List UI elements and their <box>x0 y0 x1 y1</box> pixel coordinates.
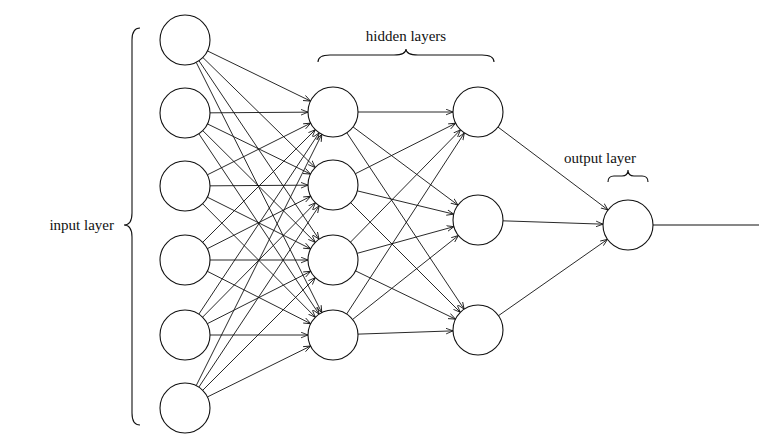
weight-arrow <box>207 346 310 397</box>
weight-arrow <box>207 124 310 174</box>
weight-arrow <box>347 133 464 309</box>
weight-arrow <box>357 227 454 254</box>
output-brace <box>608 170 648 182</box>
neuron <box>160 310 210 360</box>
weight-arrow <box>207 51 310 101</box>
weight-arrow <box>347 133 465 314</box>
neuron <box>453 305 503 355</box>
neuron <box>453 87 503 137</box>
weight-arrow <box>358 331 453 334</box>
layer-label: input layer <box>47 217 116 234</box>
neuron <box>160 15 210 65</box>
weight-arrow <box>210 335 308 336</box>
weight-arrow <box>498 127 608 210</box>
weight-arrow <box>199 134 319 314</box>
weight-arrow <box>199 61 319 240</box>
weight-arrow <box>358 112 453 113</box>
weight-arrow <box>357 191 453 214</box>
input-brace <box>124 28 140 425</box>
weight-arrow <box>207 123 310 175</box>
weight-arrow <box>351 203 461 313</box>
neuron <box>308 310 358 360</box>
weight-arrow <box>503 221 603 224</box>
weight-arrow <box>350 130 460 242</box>
hidden-brace <box>318 49 494 62</box>
neuron <box>160 88 210 138</box>
neuron <box>453 195 503 245</box>
weight-arrow <box>196 134 322 385</box>
layer-label: output layer <box>562 150 638 167</box>
weight-arrow <box>207 196 310 248</box>
weight-arrow <box>199 133 319 314</box>
weight-arrow <box>210 112 308 114</box>
neuron <box>160 235 210 285</box>
neuron <box>160 383 210 433</box>
weight-arrow <box>203 278 316 391</box>
weight-arrow <box>203 131 316 243</box>
output-line <box>653 224 759 225</box>
weight-arrow <box>203 57 315 167</box>
neuron <box>308 235 358 285</box>
weight-arrow <box>498 239 607 315</box>
neuron <box>308 87 358 137</box>
weight-arrow <box>199 206 319 387</box>
neuron <box>308 160 358 210</box>
neuron <box>603 200 653 250</box>
weight-arrow <box>355 123 455 174</box>
weight-arrow <box>353 236 459 320</box>
weight-arrow <box>203 130 316 243</box>
neuron <box>160 161 210 211</box>
layer-label: hidden layers <box>364 28 448 45</box>
